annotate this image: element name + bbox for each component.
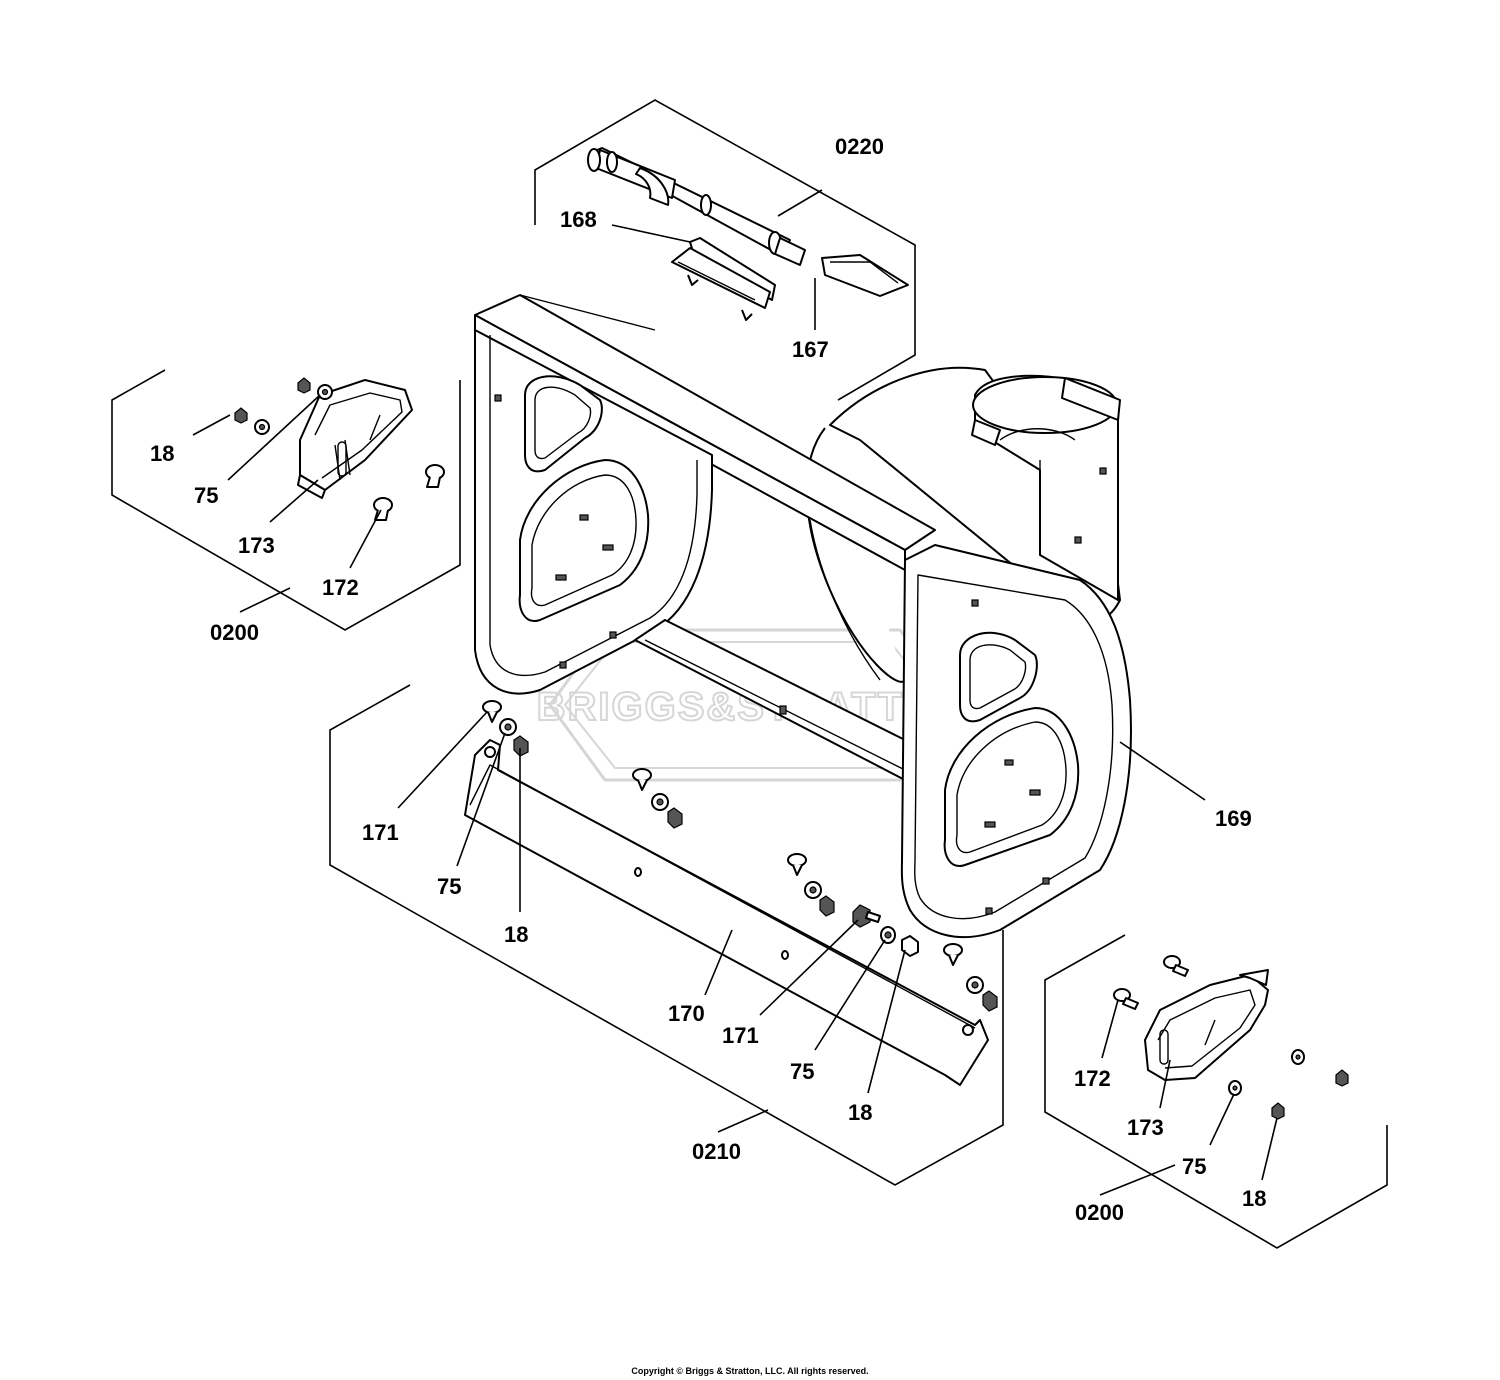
label-18-b: 18: [504, 922, 528, 947]
label-168: 168: [560, 207, 597, 232]
label-75-right: 75: [1182, 1154, 1206, 1179]
label-172-left: 172: [322, 575, 359, 600]
scraper-bar: [464, 739, 989, 1086]
label-171-a: 171: [362, 820, 399, 845]
skid-shoe-left: [234, 377, 445, 521]
bracket-0210: [329, 684, 1004, 1186]
label-18-right: 18: [1242, 1186, 1266, 1211]
group-brackets: [111, 99, 1388, 1249]
label-0220: 0220: [835, 134, 884, 159]
label-171-b: 171: [722, 1023, 759, 1048]
label-170: 170: [668, 1001, 705, 1026]
label-173-left: 173: [238, 533, 275, 558]
label-75-b: 75: [437, 874, 461, 899]
label-173-right: 173: [1127, 1115, 1164, 1140]
label-75-c: 75: [790, 1059, 814, 1084]
copyright-notice: Copyright © Briggs & Stratton, LLC. All …: [631, 1366, 868, 1376]
bracket-0200-left: [111, 369, 461, 631]
label-0200-right: 0200: [1075, 1200, 1124, 1225]
bracket-0220: [534, 99, 916, 401]
chute-crank-rod: [587, 147, 909, 297]
label-172-right: 172: [1074, 1066, 1111, 1091]
auger-housing: [474, 294, 1132, 938]
label-169: 169: [1215, 806, 1252, 831]
bracket-0200-right: [1044, 934, 1388, 1249]
label-18-c: 18: [848, 1100, 872, 1125]
scraper-hardware: [482, 700, 998, 1012]
label-18-left: 18: [150, 441, 174, 466]
label-0200-left: 0200: [210, 620, 259, 645]
chute-bracket: [671, 237, 776, 321]
label-75-left: 75: [194, 483, 218, 508]
leader-lines: [192, 189, 1278, 1196]
label-0210: 0210: [692, 1139, 741, 1164]
label-167: 167: [792, 337, 829, 362]
part-labels: 0220 168 167 18 75 173 172 0200 169 171 …: [150, 134, 1266, 1225]
skid-shoe-right: [1113, 955, 1349, 1120]
